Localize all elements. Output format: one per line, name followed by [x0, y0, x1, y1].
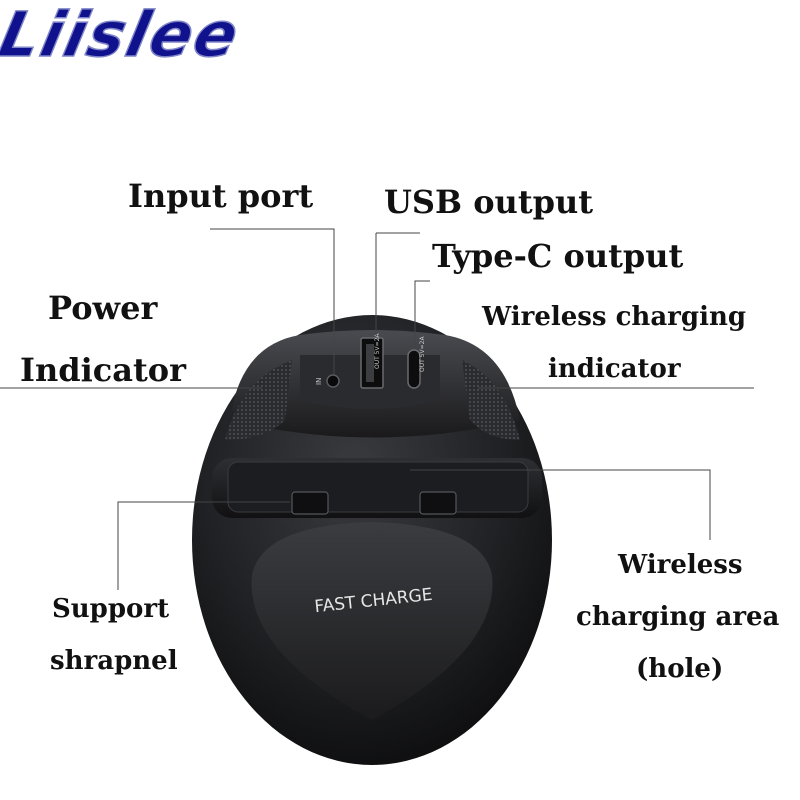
input-port-label: IN — [315, 378, 323, 385]
wireless-charging-pad — [251, 522, 493, 720]
usb-port-label: OUT 5V=2A — [374, 333, 381, 369]
label-wireless-area-line1: Wireless — [618, 550, 743, 580]
label-wireless-area-line3: (hole) — [636, 654, 724, 684]
callout-support-shrapnel — [117, 501, 290, 590]
callout-wireless-area — [410, 469, 711, 540]
power-indicator-grill — [225, 360, 292, 440]
wireless-indicator-grill — [462, 360, 520, 440]
typec-port[interactable] — [407, 349, 421, 389]
usb-port-tongue — [366, 344, 374, 382]
brand-logo: Liislee — [0, 0, 247, 70]
callout-typec-output — [414, 280, 430, 348]
input-port[interactable] — [326, 374, 340, 388]
callout-input-port — [210, 228, 335, 374]
label-wireless-indicator-line1: Wireless charging — [482, 302, 747, 332]
label-typec-output: Type-C output — [432, 237, 684, 275]
label-input-port: Input port — [128, 177, 314, 215]
brand-logo-text: Liislee — [0, 0, 247, 70]
label-usb-output: USB output — [384, 183, 594, 221]
label-support-shrapnel-line2: shrapnel — [50, 646, 178, 676]
typec-port-label: OUT 5V=2A — [419, 336, 426, 372]
label-wireless-indicator-line2: indicator — [548, 354, 681, 384]
label-wireless-area-line2: charging area — [576, 602, 780, 632]
label-support-shrapnel-line1: Support — [52, 594, 170, 624]
support-shrapnel-left — [291, 491, 329, 515]
support-shrapnel-right — [419, 491, 457, 515]
label-power-indicator-line1: Power — [48, 289, 158, 327]
label-power-indicator-line2: Indicator — [20, 351, 186, 389]
